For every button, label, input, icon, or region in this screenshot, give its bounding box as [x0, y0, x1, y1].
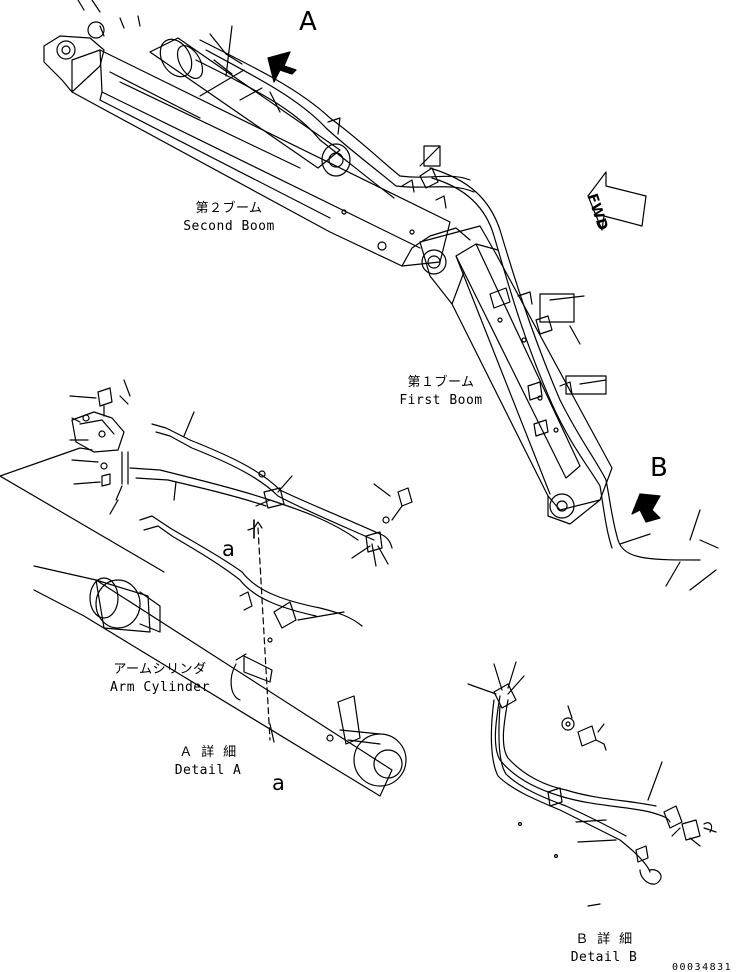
view-b-label: B — [650, 453, 668, 483]
document-number: 00034831 — [672, 962, 733, 972]
detail-a-title-en: Detail A — [174, 763, 242, 778]
first-boom-label-jp: 第１ブーム — [407, 375, 475, 390]
section-a-label: a — [222, 537, 235, 561]
arm-cylinder-label-en: Arm Cylinder — [110, 680, 210, 695]
view-b-arrow-icon — [631, 493, 661, 523]
main-hose-run — [429, 167, 701, 561]
second-boom-label-jp: 第２ブーム — [195, 201, 263, 216]
second-boom-label-en: Second Boom — [183, 219, 275, 234]
fwd-arrow-icon — [587, 171, 647, 231]
upper-leader-lines — [199, 25, 719, 591]
first-boom-drawing — [419, 225, 613, 525]
view-a-label: A — [299, 7, 317, 37]
detail-b-drawing — [467, 661, 717, 907]
detail-b-title-jp: Ｂ 詳 細 — [575, 932, 633, 947]
first-boom-label-en: First Boom — [399, 393, 483, 408]
detail-a-drawing — [0, 379, 413, 643]
view-a-arrow-icon — [267, 51, 297, 83]
section-a-lower-label: a — [272, 771, 285, 795]
second-boom-drawing — [43, 0, 475, 275]
arm-cylinder-label-jp: アームシリンダ — [113, 662, 207, 677]
arm-cylinder-drawing — [33, 519, 407, 797]
detail-a-title-jp: Ａ 詳 細 — [179, 745, 237, 760]
detail-b-title-en: Detail B — [570, 950, 638, 965]
